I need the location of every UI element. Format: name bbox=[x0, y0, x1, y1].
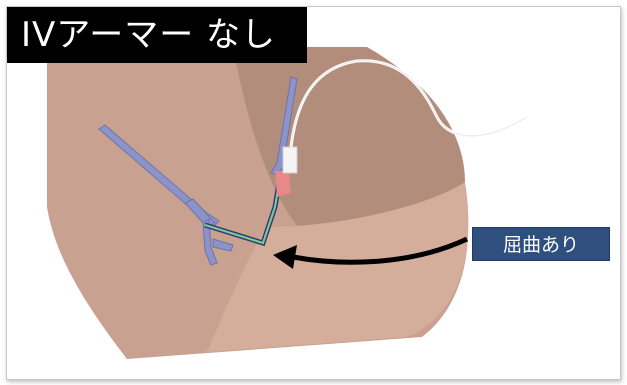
bend-callout-label: 屈曲あり bbox=[472, 227, 610, 261]
page-title: IVアーマー なし bbox=[7, 7, 307, 63]
image-frame: IVアーマー なし 屈曲あり bbox=[6, 6, 621, 380]
